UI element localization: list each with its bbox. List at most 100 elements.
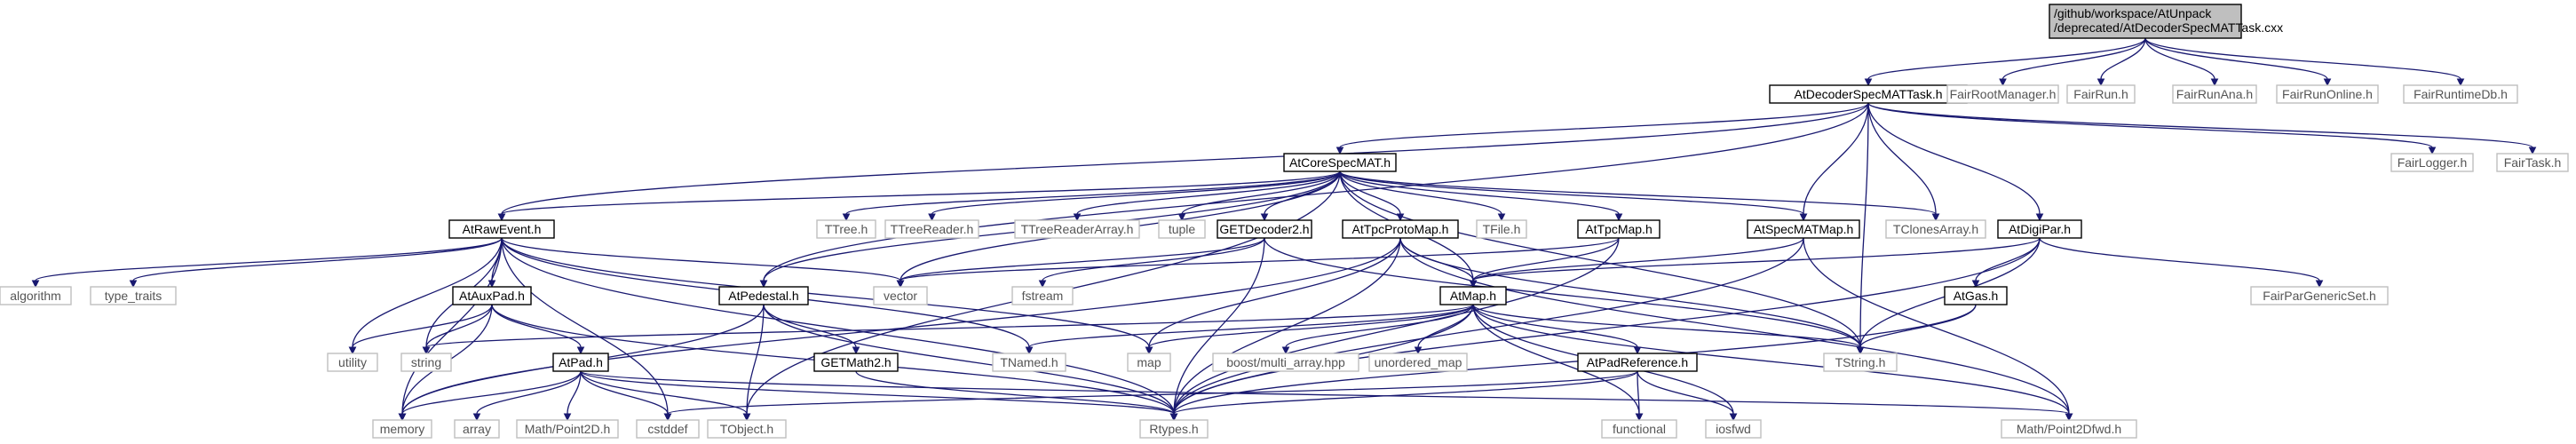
- node-tuple[interactable]: tuple: [1158, 219, 1206, 239]
- arrow-head-icon: [422, 346, 431, 355]
- include-edge-digiPar-atMap: [1469, 237, 2041, 289]
- node-unorderedMap[interactable]: unordered_map: [1368, 353, 1468, 372]
- include-edge-decoderTask-fairLogger: [1867, 102, 2437, 155]
- node-box: [1283, 153, 1397, 172]
- node-atMap[interactable]: AtMap.h: [1439, 286, 1507, 305]
- edge-line: [1867, 102, 2433, 148]
- node-fairRuntimeDb[interactable]: FairRuntimeDb.h: [2403, 84, 2518, 104]
- node-iosfwd[interactable]: iosfwd: [1705, 419, 1762, 439]
- node-functional[interactable]: functional: [1601, 419, 1677, 439]
- node-ttreeReader[interactable]: TTreeReader.h: [884, 219, 979, 239]
- node-label: AtTpcMap.h: [1585, 222, 1652, 236]
- node-tpcProtoMap[interactable]: AtTpcProtoMap.h: [1342, 219, 1459, 239]
- include-edge-decoderTask-digiPar: [1867, 102, 2044, 222]
- node-decoderTask[interactable]: AtDecoderSpecMATTask.h: [1769, 84, 1968, 104]
- node-pad[interactable]: AtPad.h: [552, 353, 609, 372]
- node-digiPar[interactable]: AtDigiPar.h: [1997, 219, 2082, 239]
- node-fstream[interactable]: fstream: [1011, 286, 1074, 305]
- node-label: algorithm: [10, 289, 61, 303]
- node-fairRootManager[interactable]: FairRootManager.h: [1946, 84, 2059, 104]
- node-rawEvent[interactable]: AtRawEvent.h: [448, 219, 555, 239]
- edge-line: [931, 170, 1341, 215]
- node-label: FairLogger.h: [2398, 155, 2468, 170]
- edge-line: [1975, 237, 2041, 281]
- node-fairRun[interactable]: FairRun.h: [2066, 84, 2136, 104]
- arrow-head-icon: [2428, 147, 2437, 155]
- node-pedestal[interactable]: AtPedestal.h: [718, 286, 809, 305]
- arrow-head-icon: [576, 346, 585, 355]
- edge-line: [2144, 37, 2461, 80]
- node-fairRunOnline[interactable]: FairRunOnline.h: [2276, 84, 2379, 104]
- node-box: [2049, 4, 2242, 39]
- include-edge-gas-tstring: [1856, 304, 1977, 355]
- edge-line: [2144, 37, 2328, 80]
- node-box: [1139, 419, 1209, 439]
- include-edge-root-fairRootManager: [1999, 37, 2146, 87]
- include-edge-rawEvent-vector: [501, 237, 905, 289]
- node-tstring[interactable]: TString.h: [1823, 353, 1898, 372]
- node-tnamed[interactable]: TNamed.h: [992, 353, 1066, 372]
- include-edge-digiPar-fairParGenericSet: [2039, 237, 2324, 289]
- node-gas[interactable]: AtGas.h: [1944, 286, 2008, 305]
- include-edge-coreSpecMat-tpcMap: [1339, 170, 1623, 222]
- node-root[interactable]: /github/workspace/AtUnpack/deprecated/At…: [2049, 4, 2283, 39]
- include-edge-coreSpecMat-tclonesArray: [1339, 170, 1940, 222]
- node-rtypes[interactable]: Rtypes.h: [1139, 419, 1209, 439]
- arrow-head-icon: [2065, 413, 2073, 422]
- node-ttree[interactable]: TTree.h: [816, 219, 876, 239]
- include-edge-specMatMap-mathPoint2Dfwd: [1803, 237, 2073, 422]
- node-fairLogger[interactable]: FairLogger.h: [2390, 153, 2474, 172]
- node-vector[interactable]: vector: [873, 286, 928, 305]
- node-tobject[interactable]: TObject.h: [707, 419, 787, 439]
- edge-line: [501, 102, 1869, 215]
- include-edge-padReference-rtypes: [1169, 370, 1638, 422]
- edge-line: [2039, 237, 2320, 281]
- node-label: TTreeReader.h: [891, 222, 974, 236]
- node-utility[interactable]: utility: [327, 353, 378, 372]
- node-label: array: [463, 422, 491, 436]
- edge-line: [2001, 37, 2146, 80]
- node-string[interactable]: string: [400, 353, 452, 372]
- node-label-line-2: /deprecated/AtDecoderSpecMATTask.cxx: [2054, 20, 2283, 35]
- node-boostMultiArray[interactable]: boost/multi_array.hpp: [1212, 353, 1359, 372]
- node-memory[interactable]: memory: [372, 419, 432, 439]
- node-box: [1368, 353, 1468, 372]
- node-getMath2[interactable]: GETMath2.h: [813, 353, 899, 372]
- node-auxPad[interactable]: AtAuxPad.h: [452, 286, 532, 305]
- include-edge-atMap-mathPoint2Dfwd: [1472, 304, 2073, 422]
- edge-line: [1076, 170, 1341, 215]
- arrow-head-icon: [2096, 78, 2105, 87]
- node-box: [2172, 84, 2257, 104]
- node-algorithm[interactable]: algorithm: [0, 286, 72, 305]
- node-specMatMap[interactable]: AtSpecMATMap.h: [1747, 219, 1860, 239]
- node-label: TTreeReaderArray.h: [1021, 222, 1134, 236]
- node-padReference[interactable]: AtPadReference.h: [1577, 353, 1698, 372]
- node-tpcMap[interactable]: AtTpcMap.h: [1577, 219, 1661, 239]
- node-tfile[interactable]: TFile.h: [1476, 219, 1527, 239]
- include-edge-pad-mathPoint2Dfwd: [580, 370, 2073, 422]
- node-fairParGenericSet[interactable]: FairParGenericSet.h: [2250, 286, 2389, 305]
- include-edge-auxPad-pad: [491, 304, 585, 355]
- node-mathPoint2D[interactable]: Math/Point2D.h: [516, 419, 619, 439]
- node-tclonesArray[interactable]: TClonesArray.h: [1885, 219, 1986, 239]
- node-fairRunAna[interactable]: FairRunAna.h: [2172, 84, 2257, 104]
- node-typeTraits[interactable]: type_traits: [90, 286, 177, 305]
- edge-line: [1339, 102, 1869, 148]
- arrow-head-icon: [852, 346, 860, 355]
- node-getDecoder2[interactable]: GETDecoder2.h: [1217, 219, 1312, 239]
- node-ttreeReaderArray[interactable]: TTreeReaderArray.h: [1014, 219, 1140, 239]
- node-map[interactable]: map: [1127, 353, 1171, 372]
- node-coreSpecMat[interactable]: AtCoreSpecMAT.h: [1283, 153, 1397, 172]
- node-label: TFile.h: [1483, 222, 1521, 236]
- node-fairTask[interactable]: FairTask.h: [2496, 153, 2569, 172]
- node-box: [327, 353, 378, 372]
- node-mathPoint2Dfwd[interactable]: Math/Point2Dfwd.h: [2001, 419, 2137, 439]
- include-edge-padReference-iosfwd: [1637, 370, 1738, 422]
- node-array[interactable]: array: [454, 419, 500, 439]
- edge-line: [1173, 237, 1804, 415]
- edge-line: [401, 370, 582, 415]
- edge-line: [1472, 304, 2070, 415]
- arrow-head-icon: [2456, 78, 2465, 87]
- node-label: boost/multi_array.hpp: [1226, 355, 1345, 369]
- node-cstddef[interactable]: cstddef: [636, 419, 700, 439]
